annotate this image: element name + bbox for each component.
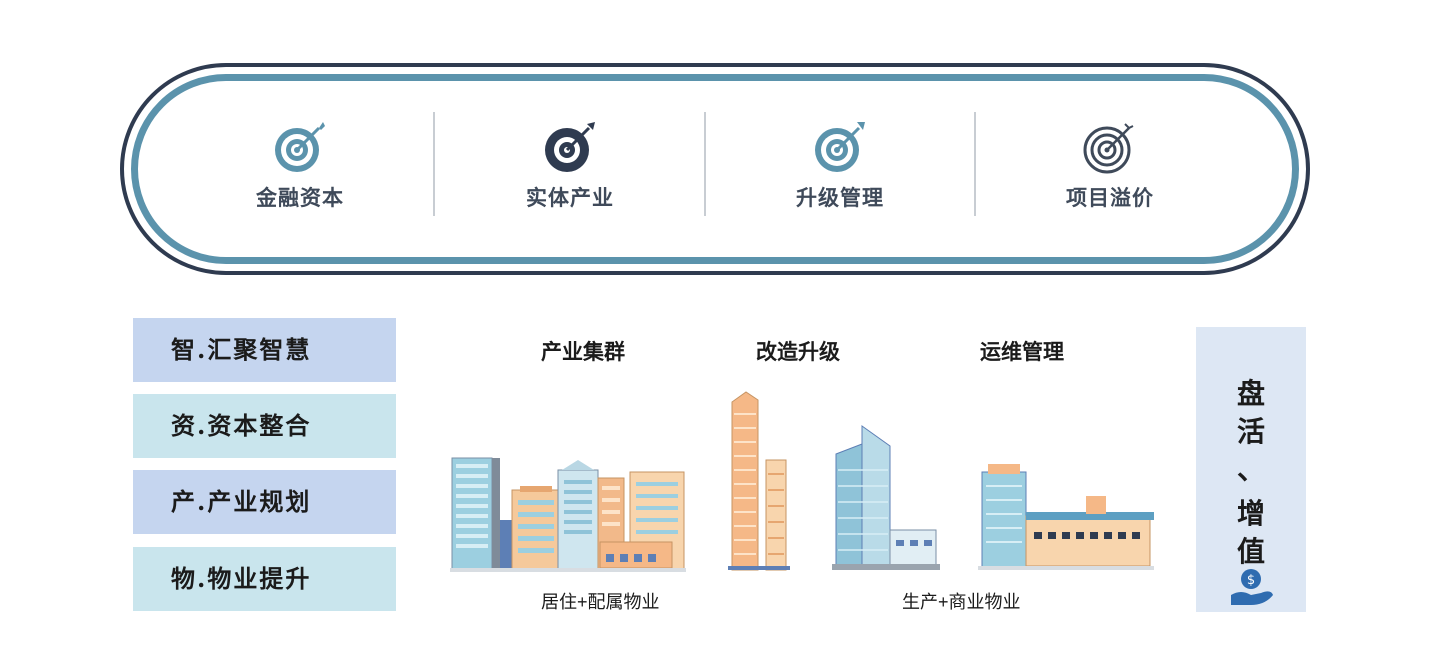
caption-residential: 居住+配属物业 xyxy=(541,592,660,612)
tag-capital: 资.资本整合 xyxy=(133,394,396,458)
caption-commercial: 生产+商业物业 xyxy=(902,592,1021,612)
divider xyxy=(704,112,706,216)
commercial-buildings xyxy=(978,464,1154,570)
panel-char: 值 xyxy=(1236,535,1265,568)
capsule-item-finance: 金融资本 xyxy=(210,120,390,212)
heading-renovation: 改造升级 xyxy=(756,339,840,364)
capsule-outer-border xyxy=(120,63,1310,275)
capsule-item-label: 金融资本 xyxy=(256,186,344,210)
divider xyxy=(974,112,976,216)
residential-buildings xyxy=(450,457,686,572)
tag-wisdom: 智.汇聚智慧 xyxy=(133,318,396,382)
tag-property: 物.物业提升 xyxy=(133,547,396,611)
svg-text:$: $ xyxy=(1247,573,1255,588)
tower-buildings xyxy=(728,391,790,571)
capsule-item-label: 项目溢价 xyxy=(1066,186,1154,210)
target-arrow-icon xyxy=(1083,123,1134,174)
panel-char: 活 xyxy=(1236,415,1265,448)
heading-industry-cluster: 产业集群 xyxy=(541,339,625,364)
money-hand-icon: $ xyxy=(1231,569,1273,605)
capsule-item-label: 升级管理 xyxy=(796,186,884,210)
panel-char: 增 xyxy=(1236,497,1265,530)
target-arrow-icon xyxy=(275,122,325,172)
office-buildings xyxy=(832,425,940,570)
target-arrow-icon xyxy=(815,122,865,172)
capsule-item-industry: 实体产业 xyxy=(480,120,660,212)
capsule-item-premium: 项目溢价 xyxy=(1020,120,1200,212)
panel-char: 、 xyxy=(1236,453,1265,486)
capsule-item-label: 实体产业 xyxy=(526,186,614,210)
revitalize-panel xyxy=(1196,327,1306,612)
panel-char: 盘 xyxy=(1236,377,1265,410)
divider xyxy=(433,112,435,216)
capsule-item-upgrade: 升级管理 xyxy=(750,120,930,212)
target-arrow-icon xyxy=(545,122,595,172)
capsule-inner-border xyxy=(131,74,1299,264)
buildings-illustration xyxy=(450,391,1154,572)
heading-operations: 运维管理 xyxy=(980,339,1064,364)
tag-industry: 产.产业规划 xyxy=(133,470,396,534)
